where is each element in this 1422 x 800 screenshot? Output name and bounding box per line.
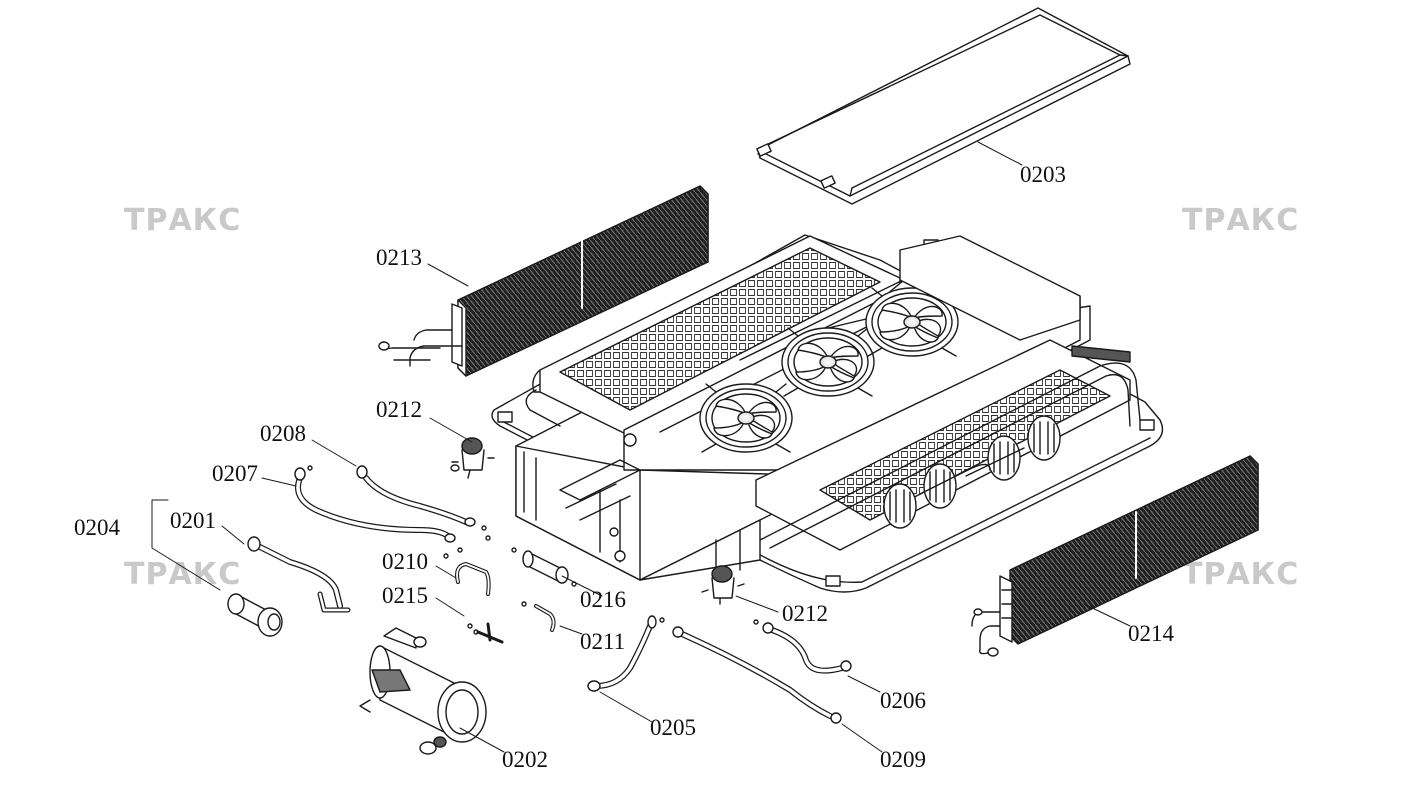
roof-unit-base-frame [491,234,1164,593]
expansion-valve-0212-upper [450,437,495,479]
compressor-0202 [359,627,487,755]
part-label-0211[interactable]: 0211 [580,629,626,654]
part-label-0213[interactable]: 0213 [376,245,422,270]
part-label-0202[interactable]: 0202 [502,747,548,772]
leader-lines [151,141,1131,753]
part-label-0209[interactable]: 0209 [880,747,926,772]
hose-0207 [294,467,456,543]
hose-0208 [307,465,491,541]
part-label-0215[interactable]: 0215 [382,583,428,608]
roof-cover-panel-0203 [756,7,1131,205]
part-label-0208[interactable]: 0208 [260,421,306,446]
part-label-0214[interactable]: 0214 [1128,621,1174,646]
filter-0216 [511,547,577,587]
hose-0206 [753,619,852,674]
part-label-0205[interactable]: 0205 [650,715,696,740]
part-label-0207[interactable]: 0207 [212,461,258,486]
hose-0209 [672,626,842,724]
part-label-0206[interactable]: 0206 [880,688,926,713]
heat-exchanger-coil-0213 [378,185,709,377]
watermark-top-right: ТРАКС [1182,203,1300,238]
heat-exchanger-coil-0214 [971,455,1259,657]
part-label-0212-lower[interactable]: 0212 [782,601,828,626]
elbow-fitting-0211 [521,601,556,632]
part-label-0212-upper[interactable]: 0212 [376,397,422,422]
watermark-bottom-left: ТРАКС [124,557,242,592]
part-label-0210[interactable]: 0210 [382,549,428,574]
tee-fitting-0215 [467,622,504,644]
hose-0205 [587,615,665,692]
watermark-bottom-right: ТРАКС [1182,557,1300,592]
part-label-0204[interactable]: 0204 [74,515,120,540]
watermark-top-left: ТРАКС [124,203,242,238]
pipe-0201 [247,536,351,613]
receiver-drier-0204 [227,593,283,637]
part-label-0203[interactable]: 0203 [1020,162,1066,187]
u-tube-0210 [443,547,491,596]
part-label-0201[interactable]: 0201 [170,508,216,533]
part-label-0216[interactable]: 0216 [580,587,626,612]
expansion-valve-0212-lower [701,565,745,605]
